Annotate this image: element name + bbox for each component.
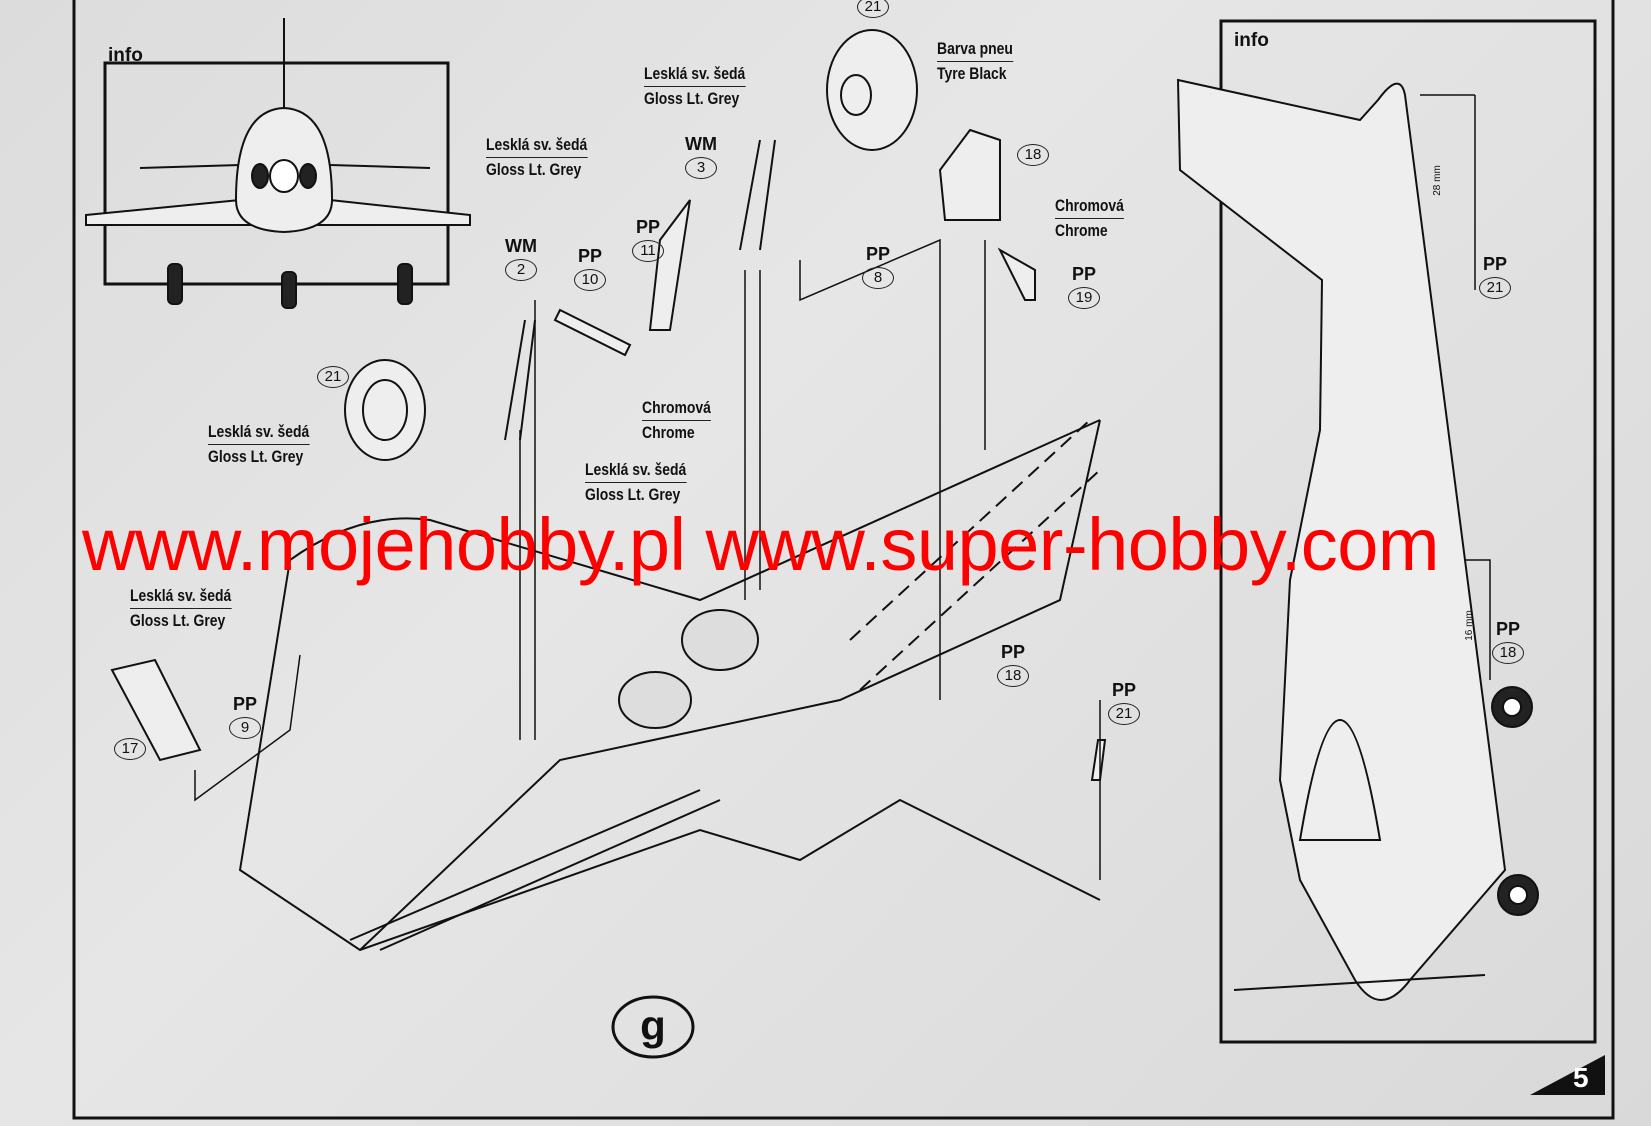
part-21-top: 21 bbox=[857, 0, 889, 18]
side-info-box bbox=[1219, 19, 1597, 1044]
wing-underside-drawing bbox=[110, 29, 1107, 952]
tail-dimension: 28 mm bbox=[1431, 165, 1443, 196]
step-letter: g bbox=[640, 1002, 666, 1049]
front-info-label: info bbox=[108, 45, 143, 66]
side-info-label: info bbox=[1234, 30, 1269, 51]
side-view-aircraft bbox=[1176, 78, 1539, 1001]
watermark: www.mojehobby.pl www.super-hobby.com bbox=[82, 503, 1440, 586]
part-18: 18 bbox=[1017, 144, 1049, 166]
front-info-box bbox=[103, 61, 450, 286]
page-number: 5 bbox=[1573, 1062, 1589, 1093]
part-21-left: 21 bbox=[317, 366, 349, 388]
page-number-tab bbox=[1530, 1055, 1605, 1095]
step-marker bbox=[611, 995, 695, 1059]
front-view-aircraft bbox=[85, 18, 471, 309]
page-frame bbox=[72, 0, 1615, 1120]
gear-dimension: 16 mm bbox=[1463, 610, 1475, 641]
part-17: 17 bbox=[114, 738, 146, 760]
